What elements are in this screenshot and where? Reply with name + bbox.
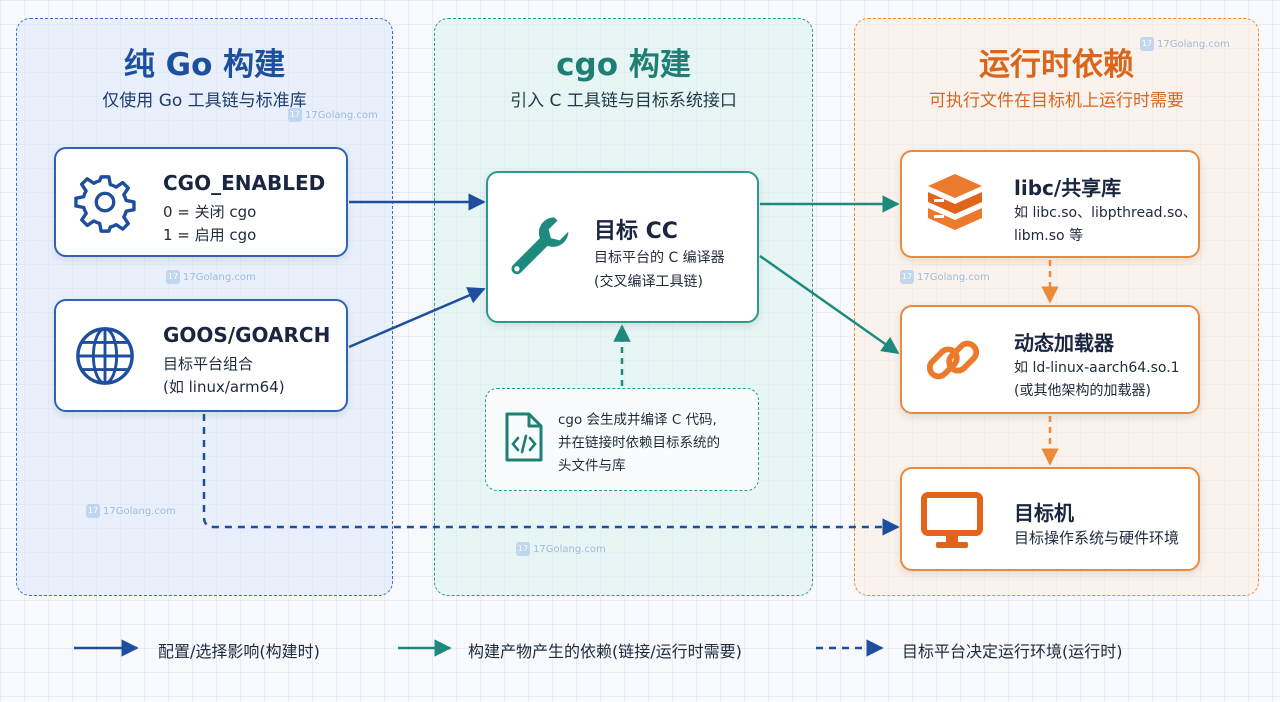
card-title: libc/共享库	[1014, 176, 1122, 200]
card-line: 1 = 启用 cgo	[163, 226, 257, 244]
arrow-goos-to-machine	[202, 414, 900, 536]
card-line: 0 = 关闭 cgo	[163, 203, 257, 221]
code-file-icon	[505, 412, 543, 462]
card-line: (交叉编译工具链)	[594, 274, 703, 290]
cgo-enabled-card: CGO_ENABLED 0 = 关闭 cgo 1 = 启用 cgo	[54, 147, 348, 257]
panel-title: 纯 Go 构建	[123, 47, 286, 83]
card-title: 目标机	[1014, 501, 1074, 525]
panel-title: 运行时依赖	[979, 47, 1134, 83]
libc-card: libc/共享库 如 libc.so、libpthread.so、 libm.s…	[900, 150, 1200, 258]
legend-label-runtime: 目标平台决定运行环境(运行时)	[902, 642, 1123, 661]
panel-title: cgo 构建	[556, 47, 691, 83]
arrow-cc-to-loader	[759, 254, 900, 355]
card-line: 如 ld-linux-aarch64.so.1	[1014, 360, 1180, 376]
panel-subtitle: 可执行文件在目标机上运行时需要	[929, 91, 1184, 111]
note-line: 头文件与库	[558, 458, 626, 474]
server-stack-icon	[928, 174, 982, 230]
cgo-note-card: cgo 会生成并编译 C 代码, 并在链接时依赖目标系统的 头文件与库	[485, 388, 759, 491]
legend-label-dependency: 构建产物产生的依赖(链接/运行时需要)	[468, 642, 742, 661]
gear-icon	[74, 175, 136, 233]
panel-subtitle: 仅使用 Go 工具链与标准库	[102, 91, 307, 111]
card-title: GOOS/GOARCH	[163, 323, 331, 347]
panel-subtitle: 引入 C 工具链与目标系统接口	[510, 91, 737, 111]
monitor-icon	[921, 492, 983, 548]
card-title: 目标 CC	[594, 219, 678, 244]
goos-goarch-card: GOOS/GOARCH 目标平台组合 (如 linux/arm64)	[54, 299, 348, 412]
legend-label-build-time: 配置/选择影响(构建时)	[158, 642, 320, 661]
wrench-icon	[511, 217, 569, 275]
card-line: 如 libc.so、libpthread.so、	[1014, 205, 1197, 221]
card-title: CGO_ENABLED	[163, 171, 326, 195]
link-icon	[926, 340, 980, 380]
card-line: (如 linux/arm64)	[163, 378, 285, 396]
card-line: 目标平台组合	[163, 355, 254, 373]
dynamic-loader-card: 动态加载器 如 ld-linux-aarch64.so.1 (或其他架构的加载器…	[900, 305, 1200, 414]
target-cc-card: 目标 CC 目标平台的 C 编译器 (交叉编译工具链)	[486, 171, 759, 323]
card-line: (或其他架构的加载器)	[1014, 383, 1151, 399]
note-line: 并在链接时依赖目标系统的	[558, 435, 720, 451]
card-title: 动态加载器	[1014, 331, 1114, 355]
card-line: libm.so 等	[1014, 228, 1084, 244]
target-machine-card: 目标机 目标操作系统与硬件环境	[900, 467, 1200, 571]
card-line: 目标操作系统与硬件环境	[1014, 529, 1180, 547]
arrow-goos-to-cc	[348, 287, 486, 349]
note-line: cgo 会生成并编译 C 代码,	[558, 412, 717, 428]
card-line: 目标平台的 C 编译器	[594, 250, 725, 266]
globe-icon	[76, 327, 134, 385]
